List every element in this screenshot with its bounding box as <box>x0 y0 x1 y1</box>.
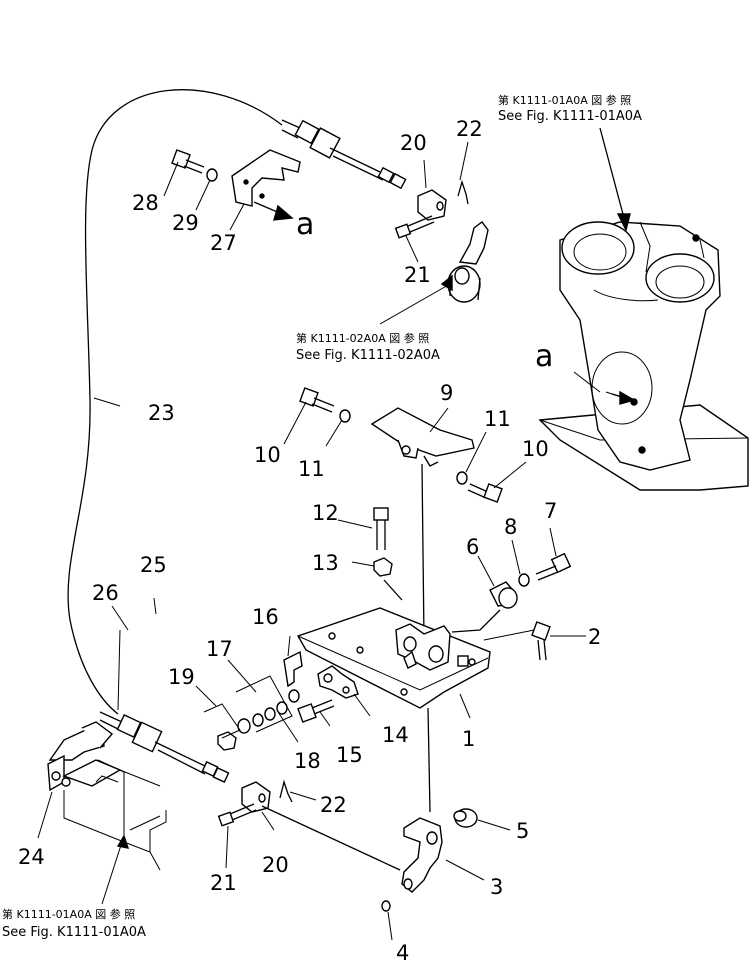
callout-1: 1 <box>462 727 475 751</box>
callout-7: 7 <box>544 499 557 523</box>
reference-arrows <box>116 127 636 849</box>
callout-11-left: 11 <box>298 457 325 481</box>
callout-21-top: 21 <box>404 263 431 287</box>
lower-lever <box>261 707 478 912</box>
callout-numbers: 1 2 3 4 5 6 7 8 9 10 10 11 11 12 13 14 1… <box>18 117 601 965</box>
callout-14: 14 <box>382 723 409 747</box>
callout-25: 25 <box>140 553 167 577</box>
callout-29: 29 <box>172 211 199 235</box>
callout-15: 15 <box>336 743 363 767</box>
callout-8: 8 <box>504 515 517 539</box>
callout-18: 18 <box>294 749 321 773</box>
callout-5: 5 <box>516 819 529 843</box>
view-mark-a-top: a <box>296 207 314 242</box>
callout-21-bottom: 21 <box>210 871 237 895</box>
callout-3: 3 <box>490 875 503 899</box>
top-bracket-group <box>171 149 489 303</box>
callout-28: 28 <box>132 191 159 215</box>
callout-13: 13 <box>312 551 339 575</box>
lower-cable-parts <box>217 779 293 827</box>
callout-12: 12 <box>312 501 339 525</box>
callout-11-right: 11 <box>484 407 511 431</box>
view-mark-a-housing: a <box>535 339 553 374</box>
ref-label-middle-en: See Fig. K1111-02A0A <box>296 348 440 363</box>
lower-left-bracket <box>47 721 167 871</box>
callout-6: 6 <box>466 535 479 559</box>
callout-26: 26 <box>92 581 119 605</box>
lever-housing <box>538 221 749 491</box>
callout-24: 24 <box>18 845 45 869</box>
callout-27: 27 <box>210 231 237 255</box>
callout-22-bottom: 22 <box>320 793 347 817</box>
callout-10-left: 10 <box>254 443 281 467</box>
ref-label-top-right-jp: 第 K1111-01A0A 図 参 照 <box>498 93 631 107</box>
callout-16: 16 <box>252 605 279 629</box>
callout-20-bottom: 20 <box>262 853 289 877</box>
callout-22-top: 22 <box>456 117 483 141</box>
callout-10-right: 10 <box>522 437 549 461</box>
callout-9: 9 <box>440 381 453 405</box>
callout-17: 17 <box>206 637 233 661</box>
leader-lines <box>37 141 601 941</box>
ref-label-top-right-en: See Fig. K1111-01A0A <box>498 109 642 124</box>
pedal-group <box>203 387 572 751</box>
ref-label-middle-jp: 第 K1111-02A0A 図 参 照 <box>296 331 429 345</box>
callout-23: 23 <box>148 401 175 425</box>
callout-2: 2 <box>588 625 601 649</box>
callout-4: 4 <box>396 941 409 965</box>
ref-label-bottom-left-en: See Fig. K1111-01A0A <box>2 925 146 940</box>
ref-label-bottom-left-jp: 第 K1111-01A0A 図 参 照 <box>2 907 135 921</box>
control-cable-23 <box>67 89 407 783</box>
callout-19: 19 <box>168 665 195 689</box>
callout-20-top: 20 <box>400 131 427 155</box>
